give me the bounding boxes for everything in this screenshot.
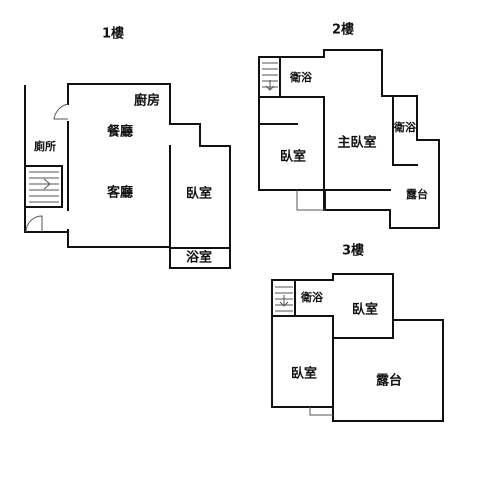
floor-1-plan: 1樓 廚房 餐廳 廁所 客廳 臥室 浴室 bbox=[24, 26, 231, 269]
floor-1-toilet-label: 廁所 bbox=[34, 139, 56, 153]
floor-2-bath-right-label: 衛浴 bbox=[393, 120, 417, 134]
floor-1-kitchen-label: 廚房 bbox=[134, 93, 160, 109]
floor-2-bath-left-label: 衛浴 bbox=[289, 70, 313, 84]
floor-2-title: 2樓 bbox=[332, 22, 354, 38]
floor-3-stair bbox=[275, 286, 293, 312]
floor-1-living-label: 客廳 bbox=[107, 185, 133, 201]
floor-2-terrace-label: 露台 bbox=[406, 187, 428, 201]
floor-1-bedroom-label: 臥室 bbox=[186, 186, 212, 202]
floor-3-terrace-label: 露台 bbox=[376, 373, 402, 389]
floor-2-plan: 2樓 衛浴 主臥室 衛浴 臥室 露台 bbox=[258, 22, 440, 229]
floor-2-stair bbox=[262, 62, 278, 91]
floor-3-bedroom-top-label: 臥室 bbox=[352, 302, 378, 318]
floor-1-title: 1樓 bbox=[102, 26, 124, 42]
floor-3-bedroom-bottom-label: 臥室 bbox=[291, 366, 317, 382]
floor-1-bath-label: 浴室 bbox=[186, 250, 212, 266]
floor-3-bath-label: 衛浴 bbox=[300, 290, 324, 304]
floor-1-stair bbox=[29, 171, 59, 203]
floor-3-title: 3樓 bbox=[342, 243, 364, 259]
floor-2-master-bedroom-label: 主臥室 bbox=[337, 135, 376, 151]
floor-1-dining-label: 餐廳 bbox=[106, 124, 133, 140]
floor-2-bedroom-label: 臥室 bbox=[280, 149, 306, 165]
floor-3-plan: 3樓 衛浴 臥室 臥室 露台 bbox=[271, 243, 444, 422]
